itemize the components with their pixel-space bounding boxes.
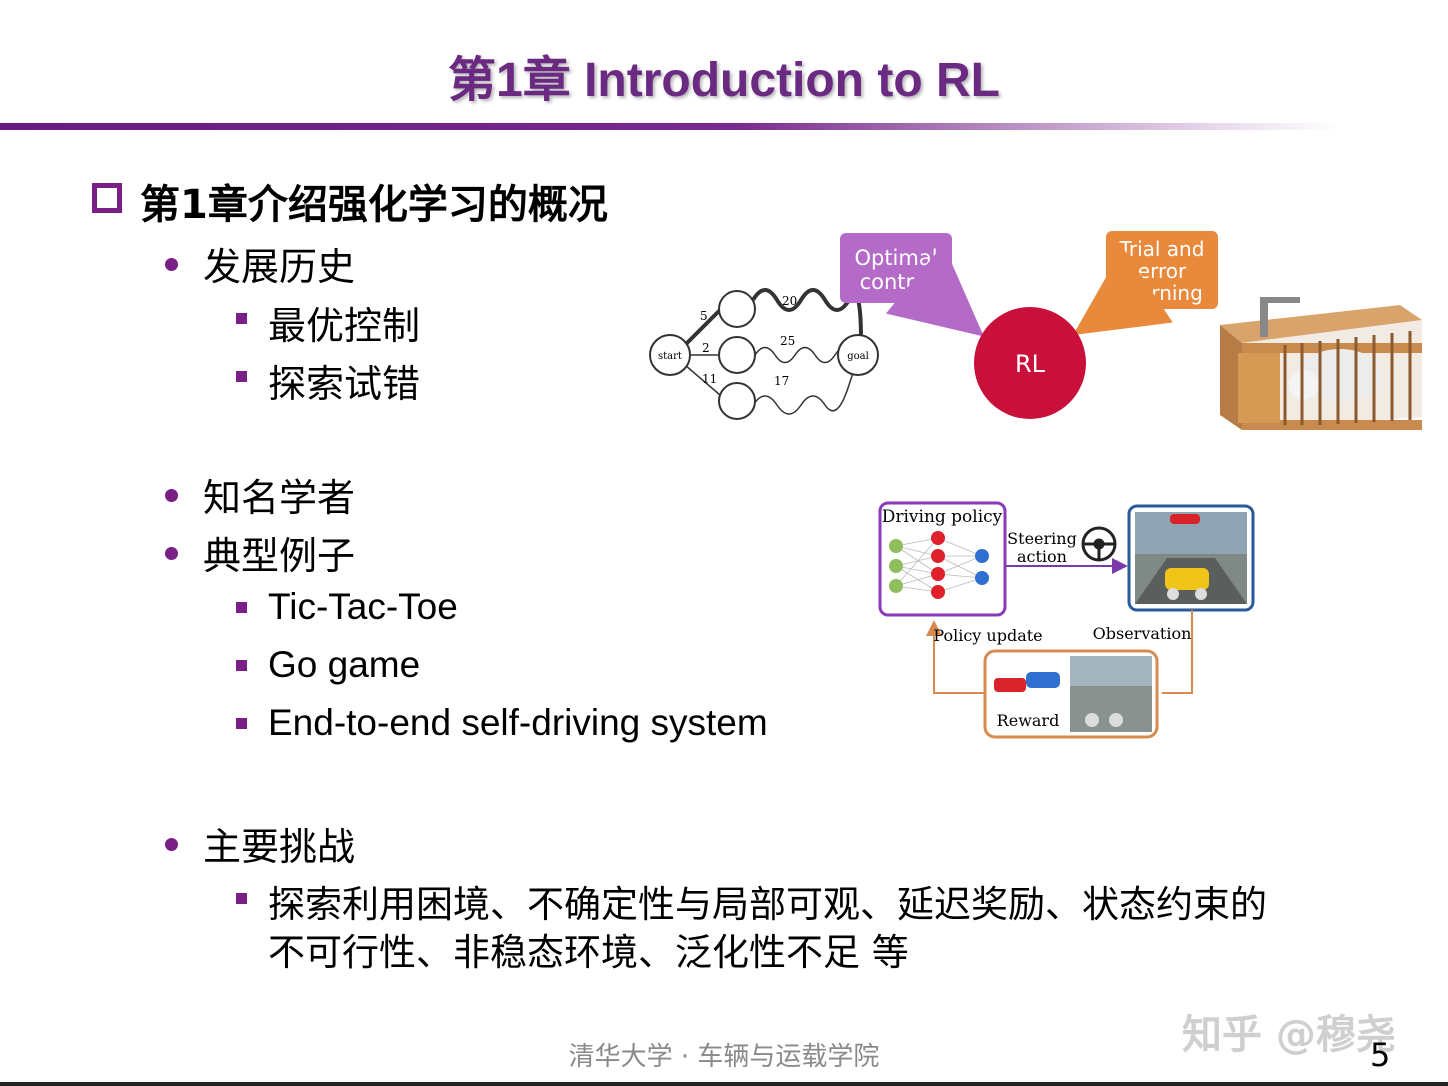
rl-origins-diagram: start goal 5 2 11 20 25 17 Optimal contr… [649, 231, 1422, 430]
weight-label: 25 [780, 334, 795, 348]
slide-title: 第1章 Introduction to RL [448, 54, 1000, 107]
section-heading: 第1章介绍强化学习的概况 [140, 182, 608, 228]
sub-bullet-square [236, 602, 247, 613]
bullet-scholars: 知名学者 [203, 476, 356, 520]
title-divider [0, 123, 1340, 130]
challenge-line-2: 不可行性、非稳态环境、泛化性不足 等 [268, 931, 909, 974]
weight-label: 2 [702, 341, 710, 355]
rl-label: RL [1015, 350, 1046, 378]
sub-bullet-trial-error: 探索试错 [268, 362, 421, 406]
bullet-challenges: 主要挑战 [203, 825, 356, 869]
bottom-border [0, 1082, 1448, 1086]
sub-bullet-selfdriving: End-to-end self-driving system [268, 702, 768, 743]
page-number: 5 [1370, 1036, 1391, 1074]
bullet-examples: 典型例子 [203, 534, 356, 578]
goal-label: goal [847, 351, 869, 362]
cat-puzzle-box-image [1220, 297, 1422, 430]
crash-car-icon [994, 678, 1026, 692]
bullet-dot [165, 489, 178, 502]
trial-error-label: learning [1121, 281, 1203, 305]
bullet-dot [165, 838, 178, 851]
steering-label: action [1017, 547, 1067, 566]
driving-rl-diagram: Driving policy Steering action Observati… [878, 501, 1255, 739]
sub-bullet-square [236, 660, 247, 671]
sub-bullet-square [236, 313, 247, 324]
car-icon [1165, 568, 1209, 590]
trial-arrow [1073, 247, 1173, 335]
challenge-line-1: 探索利用困境、不确定性与局部可观、延迟奖励、状态约束的 [268, 883, 1267, 926]
driving-policy-label: Driving policy [882, 507, 1003, 527]
weight-label: 5 [700, 309, 708, 323]
footer-institution: 清华大学 · 车辆与运载学院 [568, 1042, 880, 1072]
steering-wheel-icon [1081, 526, 1117, 562]
sub-bullet-square [236, 718, 247, 729]
watermark: 知乎 @穆尧 [1182, 1012, 1396, 1058]
sub-bullet-tictactoe: Tic-Tac-Toe [268, 586, 458, 627]
weight-label: 11 [702, 372, 717, 386]
sub-bullet-square [236, 893, 247, 904]
trial-error-label: Trial and [1119, 237, 1205, 261]
start-label: start [658, 351, 682, 362]
neural-network-icon [889, 531, 989, 599]
steering-label: Steering [1007, 529, 1077, 548]
start-node [649, 334, 691, 376]
bullet-dot [165, 547, 178, 560]
policy-update-label: Policy update [933, 626, 1042, 645]
observation-line [1162, 610, 1193, 694]
shortest-path-graph [649, 288, 879, 420]
trial-error-label: error [1138, 259, 1187, 283]
policy-update-line [926, 620, 985, 694]
rl-circle [974, 307, 1086, 419]
weight-label: 20 [782, 294, 797, 308]
heading-square-bullet [92, 183, 122, 213]
observation-label: Observation [1093, 624, 1192, 643]
weight-label: 17 [774, 374, 789, 388]
reward-label: Reward [997, 711, 1060, 730]
sub-bullet-optimal-control: 最优控制 [268, 304, 421, 348]
sub-bullet-square [236, 371, 247, 382]
bullet-history: 发展历史 [203, 245, 356, 289]
bullet-dot [165, 258, 178, 271]
goal-node [837, 334, 879, 376]
optimal-arrow [885, 244, 984, 337]
optimal-control-label: Optimal [854, 246, 937, 270]
sub-bullet-go: Go game [268, 644, 421, 685]
optimal-control-label: control [860, 270, 933, 294]
